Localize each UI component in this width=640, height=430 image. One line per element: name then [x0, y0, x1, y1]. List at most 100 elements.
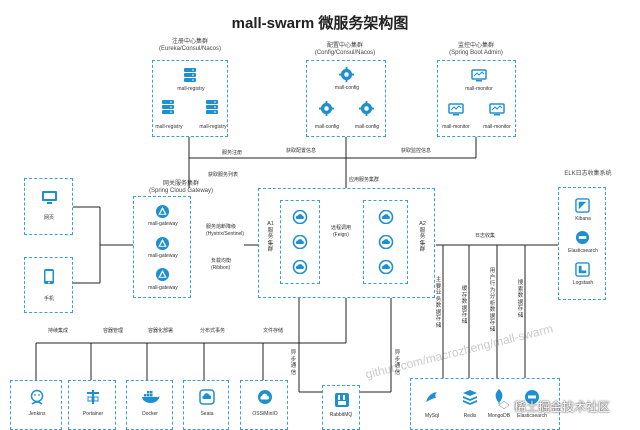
gateway-icon: [155, 236, 170, 251]
gateway-group-label: 网关服务集群 (Spring Cloud Gateway): [131, 181, 231, 195]
monitor-group: mall-monitor mall-monitor mall-monitor: [437, 60, 516, 137]
server-icon: [184, 68, 196, 82]
config-group-label: 配置中心集群 (Config/Consul/Nacos): [295, 43, 395, 57]
cloud-service-icon: [292, 235, 308, 249]
tool-docker: Docker: [126, 380, 173, 430]
mq-label: RabbitMQ: [329, 412, 353, 418]
registry-group-subtitle: (Eureka/Consul/Nacos): [158, 46, 222, 52]
edge-label-remote-call: 远程调用: [331, 225, 352, 231]
edge-label-main-data: 主要业务数据存储: [435, 277, 442, 329]
edge-label-log-collect: 日志收集: [475, 233, 496, 239]
pc-label: 网页: [43, 215, 55, 221]
cloud-service-icon: [378, 260, 394, 274]
a1-service-cluster: [280, 200, 320, 284]
elk-group-label: ELK日志收集系统: [564, 171, 612, 177]
docker-whale-icon: [142, 391, 160, 403]
monitor-group-title: 监控中心集群: [457, 43, 494, 49]
edge-label-get-service-list: 获取服务列表: [208, 172, 239, 178]
edge-label-register: 服务注册: [222, 150, 243, 156]
storage-cloud-icon: [258, 390, 272, 404]
elk-node-label: Kibana: [575, 216, 591, 222]
pc-client: 网页: [24, 178, 73, 235]
elasticsearch-icon: [525, 390, 539, 404]
mysql-icon: [426, 392, 437, 402]
gear-icon: [359, 101, 374, 116]
tool-label: Docker: [142, 411, 158, 417]
edge-label-ribbon: (Ribbon): [211, 265, 231, 271]
page-title: mall-swarm 微服务架构图: [231, 15, 409, 32]
monitor-icon: [471, 69, 487, 82]
phone-icon: [44, 269, 54, 284]
gateway-node-label: mall-gateway: [148, 221, 178, 227]
edge-label-service-cluster: 应用服务集群: [349, 177, 380, 183]
tool-portainer: Portainer: [68, 380, 116, 430]
edge-label-file-storage: 文件存储: [263, 328, 284, 334]
config-group-title: 配置中心集群: [326, 43, 363, 49]
a2-service-cluster: [363, 200, 408, 284]
monitor-node-label: mall-monitor: [483, 124, 511, 130]
logstash-icon: [575, 262, 590, 277]
config-node-label: mall-config: [334, 85, 360, 91]
edge-label-container-mgmt: 容器管理: [103, 328, 124, 334]
rabbitmq-node: RabbitMQ: [322, 385, 360, 430]
edge-label-feign: (Feign): [333, 232, 349, 238]
elk-node-label: Logstash: [572, 280, 594, 286]
store-label: MongoDB: [487, 413, 511, 419]
registry-group: mall-registry mall-registry mall-registr…: [152, 60, 228, 137]
tool-label: Seata: [200, 411, 214, 417]
gateway-group-subtitle: (Spring Cloud Gateway): [148, 188, 214, 194]
a1-cluster-label: A1服务集群: [267, 221, 274, 253]
desktop-icon: [42, 191, 57, 204]
edge-label-get-config: 获取配置信息: [286, 148, 317, 154]
seata-icon: [199, 389, 215, 405]
cloud-service-icon: [378, 210, 394, 224]
cloud-service-icon: [378, 235, 394, 249]
registry-group-label: 注册中心集群 (Eureka/Consul/Nacos): [140, 39, 240, 53]
gateway-group: mall-gateway mall-gateway mall-gateway: [133, 196, 191, 298]
store-label: Elasticsearch: [517, 413, 547, 419]
gateway-node-label: mall-gateway: [148, 253, 178, 259]
edge-label-behavior-data: 用户行为分析数据存储: [489, 268, 496, 333]
edge-label-distributed-tx: 分布式事务: [200, 328, 226, 334]
elk-node-label: Elasticsearch: [568, 248, 598, 254]
edge-label-hystrix: (Hystrix/Sentinel): [206, 231, 245, 237]
mobile-label: 手机: [43, 296, 55, 302]
registry-node-label: mall-registry: [155, 124, 183, 130]
monitor-node-label: mall-monitor: [442, 124, 470, 130]
mongodb-leaf-icon: [495, 389, 503, 406]
elasticsearch-icon: [575, 230, 590, 245]
edge-label-ci: 持续集成: [48, 328, 69, 334]
gear-icon: [339, 67, 354, 82]
gear-icon: [319, 101, 334, 116]
server-icon: [206, 100, 218, 114]
store-label: Redis: [463, 413, 477, 419]
edge-label-load-balance: 负载均衡: [211, 258, 232, 264]
store-label: MySql: [425, 413, 439, 419]
config-node-label: mall-config: [314, 124, 340, 130]
monitor-group-subtitle: (Spring Boot Admin): [449, 50, 503, 56]
juejin-logo-icon: [498, 400, 510, 410]
edge-label-containerize: 容器化部署: [148, 328, 174, 334]
monitor-node-label: mall-monitor: [465, 86, 493, 92]
redis-icon: [463, 390, 477, 405]
brand-text: 稀土掘金技术社区: [514, 400, 611, 414]
edge-label-cache-data: 缓存数据存储: [461, 286, 468, 325]
edge-label-async-right: 异步通信: [394, 350, 401, 376]
tool-label: Jenkins: [28, 411, 46, 417]
edge-label-circuit-breaker: 服务熔断降级: [206, 224, 237, 230]
a2-cluster-label: A2服务集群: [419, 221, 426, 253]
config-node-label: mall-config: [354, 124, 380, 130]
tool-label: OSS/MinIO: [252, 411, 278, 417]
tool-oss-minio: OSS/MinIO: [240, 380, 288, 430]
mobile-client: 手机: [24, 257, 73, 313]
tool-seata: Seata: [183, 380, 229, 430]
kibana-icon: [575, 198, 590, 213]
gateway-icon: [155, 204, 170, 219]
tool-jenkins: Jenkins: [10, 380, 62, 430]
registry-node-label: mall-registry: [177, 86, 205, 92]
tool-label: Portainer: [82, 411, 104, 417]
gateway-icon: [155, 267, 170, 282]
gateway-group-title: 网关服务集群: [162, 181, 199, 187]
portainer-icon: [87, 390, 99, 404]
edge-label-get-monitor: 获取监控信息: [401, 148, 432, 154]
